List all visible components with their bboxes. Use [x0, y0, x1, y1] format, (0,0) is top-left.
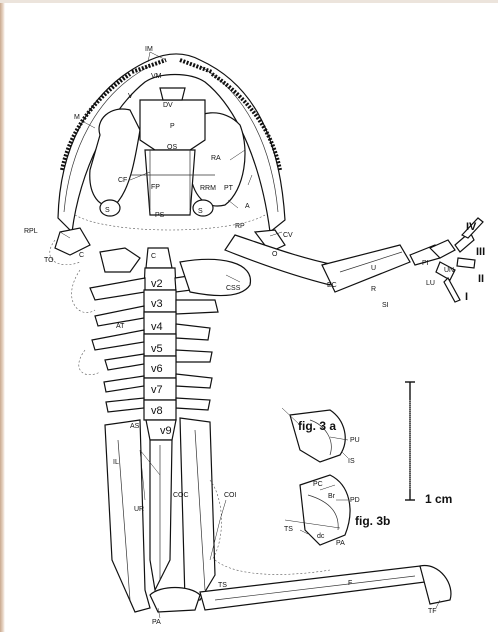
fig-3b-label: fig. 3b: [355, 514, 390, 528]
label-br: Br: [328, 493, 336, 500]
label-ra: RA: [211, 155, 221, 162]
label-c-left: C: [79, 252, 84, 259]
vertebra-label-v9: v9: [160, 425, 172, 437]
label-il: IL: [113, 459, 119, 466]
label-lu: LU: [426, 280, 435, 287]
label-pc: PC: [313, 481, 323, 488]
label-u: U: [371, 265, 376, 272]
vertebra-label-v4: v4: [151, 321, 163, 333]
label-f: F: [348, 580, 352, 587]
label-m: M: [74, 114, 80, 121]
vertebra-label-v7: v7: [151, 384, 163, 396]
vertebra-label-v8: v8: [151, 405, 163, 417]
label-rrm: RRM: [200, 185, 216, 192]
label-im: IM: [145, 46, 153, 53]
label-ur: UR: [134, 506, 144, 513]
label-r: R: [371, 286, 376, 293]
label-ec: EC: [327, 282, 337, 289]
label-o: O: [272, 251, 278, 258]
vertebra-label-v2: v2: [151, 278, 163, 290]
label-un: UN: [444, 267, 454, 274]
label-is: IS: [348, 458, 355, 465]
label-s-left: S: [105, 207, 110, 214]
digit-label-iii: III: [476, 246, 485, 258]
label-ts: TS: [218, 582, 227, 589]
fig-3a-drawing: [282, 408, 345, 462]
label-p: P: [170, 123, 175, 130]
label-ts-b: TS: [284, 526, 293, 533]
fig-3a-label: fig. 3 a: [298, 419, 336, 433]
label-vm: VM: [151, 73, 162, 80]
label-to: TO: [44, 257, 54, 264]
label-dc: dc: [317, 533, 325, 540]
label-pa: PA: [152, 619, 161, 626]
label-si: SI: [382, 302, 389, 309]
label-v: V: [128, 93, 133, 100]
label-pa-b: PA: [336, 540, 345, 547]
scale-bar: [405, 382, 415, 500]
digit-label-ii: II: [478, 273, 484, 285]
label-dv: DV: [163, 102, 173, 109]
label-pd: PD: [350, 497, 360, 504]
label-rp: RP: [235, 223, 245, 230]
label-c-center: C: [151, 253, 156, 260]
label-rpl: RPL: [24, 228, 38, 235]
label-coc: COC: [173, 492, 189, 499]
label-s-right: S: [198, 208, 203, 215]
skull: [50, 54, 285, 265]
label-css: CSS: [226, 285, 241, 292]
label-a: A: [245, 203, 250, 210]
label-as: AS: [130, 423, 140, 430]
pelvis: [105, 418, 222, 612]
vertebra-label-v5: v5: [151, 343, 163, 355]
label-os: OS: [167, 144, 177, 151]
label-tf: TF: [428, 608, 437, 615]
label-pt: PT: [224, 185, 234, 192]
label-pu: PU: [350, 437, 360, 444]
digit-label-iv: IV: [466, 221, 477, 233]
label-pi: PI: [422, 260, 429, 267]
hindlimb: [200, 560, 451, 610]
vertebra-label-v6: v6: [151, 363, 163, 375]
label-cv: CV: [283, 232, 293, 239]
label-cf: CF: [118, 177, 127, 184]
digit-label-i: I: [465, 291, 468, 303]
vertebra-label-v3: v3: [151, 298, 163, 310]
scale-bar-label: 1 cm: [425, 492, 452, 506]
label-ps: PS: [155, 212, 165, 219]
label-coi: COI: [224, 492, 237, 499]
label-fp: FP: [151, 184, 160, 191]
label-at: AT: [116, 323, 125, 330]
